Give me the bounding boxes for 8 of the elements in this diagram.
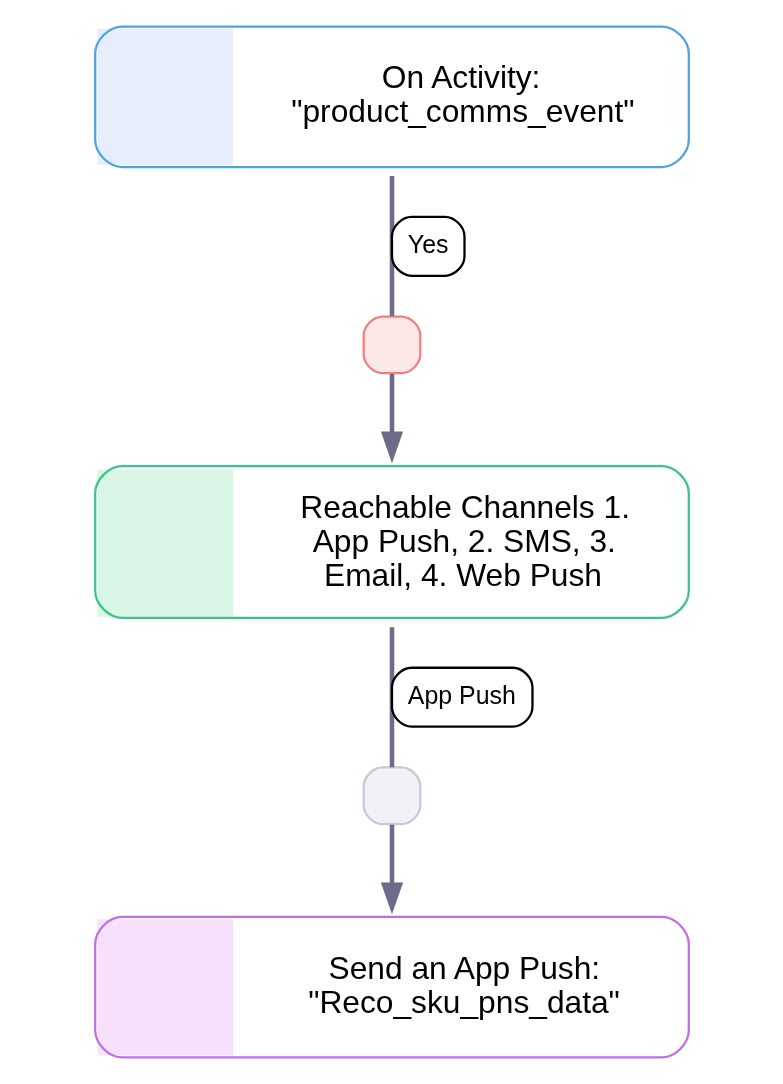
edge-label: Yes — [407, 229, 448, 258]
arrow — [380, 373, 403, 464]
edge-label: App Push — [407, 680, 516, 709]
connector — [389, 176, 394, 317]
node-box — [362, 315, 421, 375]
arrow — [380, 824, 403, 915]
node-box — [362, 766, 421, 826]
connector — [389, 627, 394, 768]
